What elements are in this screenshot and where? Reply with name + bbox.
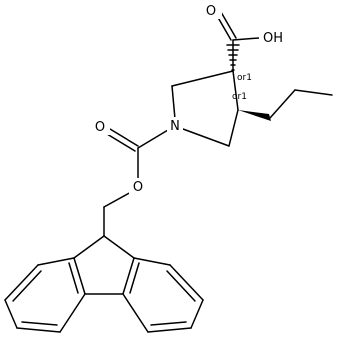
bond-carbamate-c-o-double-a [109, 128, 139, 147]
bond-left-ring-1 [37, 257, 75, 266]
bond-left-ring-3 [4, 299, 18, 329]
atom-label-carbamate-oxygen: O [95, 120, 105, 135]
solid-wedge-bond [238, 110, 271, 121]
bond-c9-c8a [103, 235, 135, 259]
bond-right-ring-2 [169, 264, 204, 301]
bond-left-ring-2 [4, 264, 39, 301]
hashed-wedge-bond [226, 44, 240, 71]
bond-right-ring-6 [122, 257, 135, 295]
bond-c2-n1 [171, 85, 176, 120]
atom-label-carboxylic-hydroxyl: OH [263, 31, 283, 46]
bond-left-ring-inner-1 [12, 270, 42, 302]
bond-propyl-c2-c3 [294, 89, 333, 96]
bond-right-ring-3 [190, 299, 204, 329]
bond-left-ring-4 [16, 327, 61, 333]
bond-propyl-c1-c2 [269, 89, 296, 119]
stereo-label-c3: or1 [237, 73, 252, 83]
bond-right-ring-1 [133, 257, 171, 266]
bond-ester-o-ch2 [103, 190, 134, 208]
bond-left-ring-6 [73, 257, 86, 295]
bond-right-ring-inner-1 [166, 270, 196, 302]
bond-carboxyl-c-oh [232, 37, 260, 41]
atom-label-ester-oxygen: O [133, 180, 143, 195]
bond-right-ring-5 [122, 293, 149, 333]
bond-n1-carbamate-carbon [137, 129, 169, 149]
bond-c5-c4 [228, 109, 239, 147]
bond-right-ring-inner-2 [150, 321, 187, 326]
atom-label-carboxylic-oxygen: O [206, 4, 216, 19]
stereo-label-c4: or1 [232, 92, 247, 102]
stereo-bonds [226, 44, 271, 121]
bond-c4-c3 [232, 70, 239, 111]
bond-right-ring-inner-3 [129, 262, 140, 294]
bond-left-ring-inner-3 [68, 262, 79, 294]
bond-c9-c9a [73, 235, 105, 259]
bond-left-ring-5 [59, 293, 86, 333]
bond-n1-c5 [182, 128, 230, 147]
stereo-descriptors: or1 or1 [232, 73, 252, 102]
bond-carboxyl-c-o-double-b [220, 11, 237, 39]
bond-carbamate-c-o-double-b [106, 133, 136, 152]
bonds [4, 11, 333, 333]
atom-label-ring-nitrogen: N [170, 119, 180, 134]
atom-labels: O OH N O O [92, 2, 287, 195]
bond-left-ring-inner-2 [21, 321, 58, 326]
bond-right-ring-4 [147, 327, 192, 333]
bond-c2-c3 [171, 70, 234, 87]
